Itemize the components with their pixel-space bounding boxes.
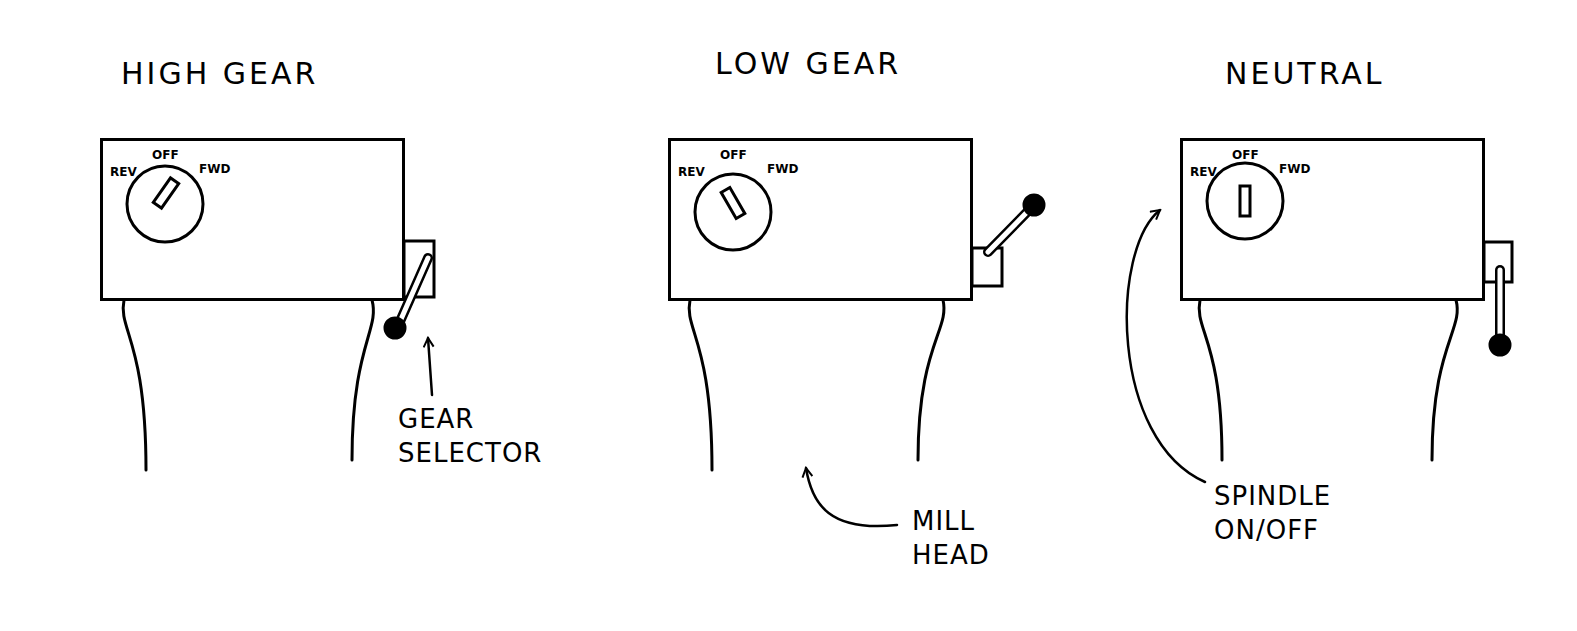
column-right	[352, 300, 373, 460]
selector-lever	[988, 207, 1032, 252]
panel-title: LOW GEAR	[715, 46, 901, 81]
panel-title: HIGH GEAR	[121, 56, 318, 91]
switch-position-label: REV	[1190, 165, 1217, 179]
leader-arrow	[1127, 210, 1205, 482]
leader-arrow	[806, 468, 897, 526]
selector-ball	[385, 318, 405, 338]
switch-position-label: FWD	[767, 162, 798, 176]
switch-position-label: OFF	[152, 148, 179, 162]
knob-slot	[721, 188, 745, 219]
spindle-knob	[695, 174, 771, 250]
callout-label: SPINDLE ON/OFF	[1214, 480, 1331, 548]
column-left	[689, 300, 712, 470]
column-left	[1199, 300, 1222, 460]
switch-position-label: FWD	[1279, 162, 1310, 176]
column-left	[123, 300, 146, 470]
mill-head-box: NEUTRALREVOFFFWD	[1180, 138, 1485, 301]
spindle-knob	[1207, 163, 1283, 239]
leader-arrow	[428, 338, 432, 395]
selector-ball	[1024, 195, 1044, 215]
column-right	[918, 300, 944, 460]
callout-label: GEAR SELECTOR	[398, 403, 542, 471]
selector-lever	[1495, 270, 1505, 340]
mill-head-box: HIGH GEARREVOFFFWD	[100, 138, 405, 301]
switch-position-label: REV	[110, 165, 137, 179]
callout-label: MILL HEAD	[912, 505, 990, 573]
switch-position-label: REV	[678, 165, 705, 179]
switch-position-label: FWD	[199, 162, 230, 176]
panel-title: NEUTRAL	[1225, 56, 1385, 91]
knob-slot	[1240, 186, 1250, 216]
knob-slot	[153, 178, 178, 208]
spindle-knob	[127, 166, 203, 242]
mill-head-box: LOW GEARREVOFFFWD	[668, 138, 973, 301]
selector-ball	[1490, 335, 1510, 355]
switch-position-label: OFF	[1232, 148, 1259, 162]
column-right	[1432, 300, 1457, 460]
switch-position-label: OFF	[720, 148, 747, 162]
